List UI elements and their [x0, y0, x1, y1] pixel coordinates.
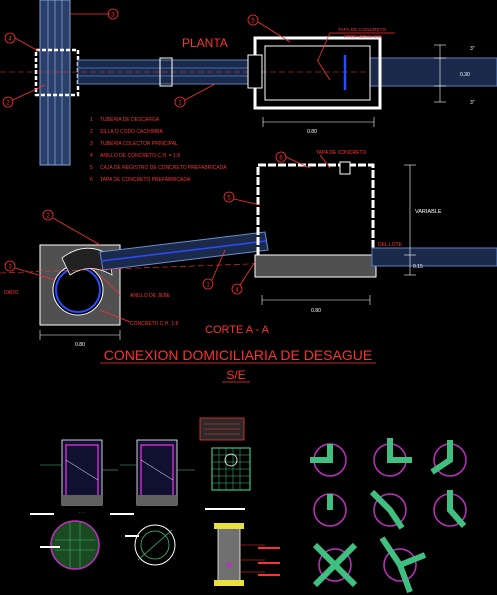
plan-dim-3a: 3"	[470, 46, 475, 52]
plan-title: PLANTA	[182, 36, 228, 50]
legend-text-5: CAJA DE REGISTRO DE CONCRETO PREFABRICAD…	[100, 165, 227, 171]
section-concreto: CONCRETO C.H. 1:8	[130, 321, 178, 327]
callout-1-plan	[174, 96, 186, 108]
plan-dim-080: 0.80	[307, 129, 317, 135]
svg-text:5: 5	[251, 19, 255, 25]
legend: 1 TUBERIA DE DESCARGA 2 SILLA O CODO CAC…	[90, 117, 227, 183]
svg-text:1: 1	[178, 101, 182, 107]
legend-text-6: TAPA DE CONCRETO PREFABRICADA	[100, 177, 191, 183]
plan-view: 3 4 2 1 5	[0, 0, 497, 166]
svg-text:4: 4	[235, 288, 239, 294]
plan-tapa-label-1: TAPA DE CONCRETO	[338, 27, 387, 33]
main-pipe-section	[52, 264, 104, 316]
legend-num-4: 4	[90, 153, 93, 159]
section-dim-080: 0.80	[311, 308, 321, 314]
callout-4-section	[231, 283, 243, 295]
concrete-ring-plan	[34, 48, 80, 97]
svg-text:4: 4	[8, 37, 12, 43]
bottom-small-labels	[30, 508, 280, 576]
junction-8	[379, 536, 427, 594]
callout-5-plan	[247, 14, 259, 26]
detail-box-type-2	[120, 439, 195, 506]
legend-text-3: TUBERIA COLECTOR PRINCIPAL	[100, 141, 178, 147]
svg-text:5: 5	[227, 196, 231, 202]
junction-2	[373, 438, 412, 477]
detail-grid-plan	[199, 417, 251, 491]
subtitle: S/E	[226, 368, 245, 382]
legend-text-2: SILLA O CODO CACHIMBA	[100, 129, 163, 135]
plan-tapa-label-2: PREFABRICADO	[344, 34, 382, 40]
section-dim-left-080: 0.80	[75, 342, 85, 348]
section-anillo: ANILLO DE JEBE	[130, 293, 171, 299]
callout-3-plan	[107, 8, 119, 20]
detail-circle-hatch	[50, 520, 100, 570]
detail-wall-section	[214, 523, 265, 586]
svg-text:· · ·: · · ·	[79, 511, 84, 515]
box-base-section	[254, 254, 377, 278]
svg-text:3: 3	[111, 13, 115, 19]
callout-2-plan	[2, 96, 14, 108]
section-title: CORTE A - A	[205, 324, 270, 336]
junction-6	[433, 490, 467, 528]
legend-num-3: 3	[90, 141, 93, 147]
junction-7	[312, 542, 358, 588]
detail-circle-plain	[134, 524, 176, 566]
legend-num-1: 1	[90, 117, 93, 123]
callout-1-section	[202, 278, 214, 290]
legend-text-4: ANILLO DE CONCRETO C.H. = 1:8	[100, 153, 180, 159]
section-variable: VARIABLE	[415, 209, 442, 215]
junction-1	[310, 443, 347, 477]
junction-3	[430, 440, 467, 477]
svg-text:3: 3	[8, 265, 12, 271]
plan-dim-030: 0.30	[460, 72, 470, 78]
junction-5	[369, 489, 407, 530]
svg-text:6: 6	[279, 156, 283, 162]
legend-num-5: 5	[90, 165, 93, 171]
section-dim-015: 0.15	[413, 264, 423, 270]
callout-2-section	[42, 209, 54, 221]
svg-text:2: 2	[6, 101, 10, 107]
detail-box-type-1: · · ·	[40, 439, 118, 515]
junction-diagrams	[310, 438, 467, 594]
section-dado: DADO	[4, 290, 19, 296]
svg-text:1: 1	[206, 283, 210, 289]
main-title: CONEXION DOMICILIARIA DE DESAGUE	[104, 347, 372, 363]
callout-5-section	[223, 191, 235, 203]
legend-num-2: 2	[90, 129, 93, 135]
junction-4	[313, 493, 347, 527]
section-view: 2 3 1 4 5 6	[0, 151, 497, 340]
section-tapa-label: TAPA DE CONCRETO	[316, 150, 366, 156]
svg-text:2: 2	[46, 214, 50, 220]
section-del-lote: DEL LOTE	[378, 242, 403, 248]
legend-text-1: TUBERIA DE DESCARGA	[100, 117, 160, 123]
register-box-plan	[253, 36, 382, 110]
legend-num-6: 6	[90, 177, 93, 183]
callout-3-section	[4, 260, 16, 272]
saddle-elbow	[61, 247, 113, 276]
plan-dim-3b: 3"	[470, 100, 475, 106]
register-box-section	[256, 163, 375, 267]
